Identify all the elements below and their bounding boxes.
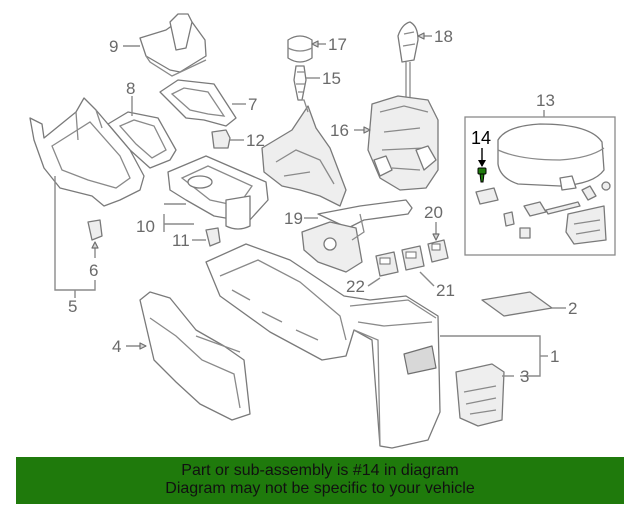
banner-line-1: Part or sub-assembly is #14 in diagram: [181, 462, 459, 479]
leader-21: [419, 271, 435, 287]
callout-16: 16: [330, 121, 349, 140]
part-12-clip: [211, 129, 231, 149]
callout-10: 10: [136, 217, 155, 236]
part-11-clip: [205, 227, 221, 247]
part-16-shifter-assembly: [367, 95, 439, 191]
part-20-switch: [427, 239, 449, 263]
callout-4: 4: [112, 337, 121, 356]
part-21-switch: [401, 245, 425, 271]
part-6-clip: [87, 219, 103, 241]
callout-20: 20: [424, 203, 443, 222]
part-3-rear-bracket: [455, 363, 505, 427]
part-7-upper-panel: [159, 79, 237, 127]
part-4-side-trim: [139, 291, 251, 421]
part-8-bezel-trim: [107, 111, 177, 169]
part-19-parking-brake: [301, 199, 413, 273]
callout-17: 17: [328, 35, 347, 54]
callout-22: 22: [346, 277, 365, 296]
callout-8: 8: [126, 79, 135, 98]
part-5-side-panel: [29, 97, 145, 207]
callout-21: 21: [436, 281, 455, 300]
part-2-cover-plate: [481, 291, 553, 317]
callout-13: 13: [536, 91, 555, 110]
leader-22: [367, 277, 381, 287]
part-manual-shifter: [261, 99, 347, 207]
callout-19: 19: [284, 209, 303, 228]
callout-6: 6: [89, 261, 98, 280]
part-9-shift-boot: [139, 13, 207, 77]
part-15-lever-rod: [293, 65, 307, 101]
part-13-armrest-lid: [497, 123, 605, 191]
part-18-auto-shift-knob: [397, 21, 419, 98]
part-13-frame: [464, 116, 616, 256]
callout-5: 5: [68, 297, 77, 316]
exploded-parts-diagram: 9 17 15 18 8: [29, 13, 616, 449]
info-banner: Part or sub-assembly is #14 in diagram D…: [16, 457, 624, 504]
callout-11: 11: [172, 231, 190, 250]
callout-2: 2: [568, 299, 577, 318]
callout-9: 9: [109, 37, 118, 56]
callout-15: 15: [322, 69, 341, 88]
part-13-hardware: [475, 181, 611, 245]
callout-14: 14: [471, 128, 491, 148]
banner-line-2: Diagram may not be specific to your vehi…: [165, 480, 475, 497]
callout-18: 18: [434, 27, 453, 46]
part-14-highlighted-fastener: [477, 148, 487, 183]
part-1-console-body: [205, 243, 441, 449]
callout-12: 12: [246, 131, 265, 150]
part-17-shift-knob: [287, 35, 313, 63]
callout-7: 7: [248, 95, 257, 114]
callout-1: 1: [550, 347, 559, 366]
callout-3: 3: [520, 367, 529, 386]
part-10-center-tray: [167, 155, 269, 230]
part-22-switch: [375, 251, 399, 277]
leader-10: [163, 203, 194, 232]
